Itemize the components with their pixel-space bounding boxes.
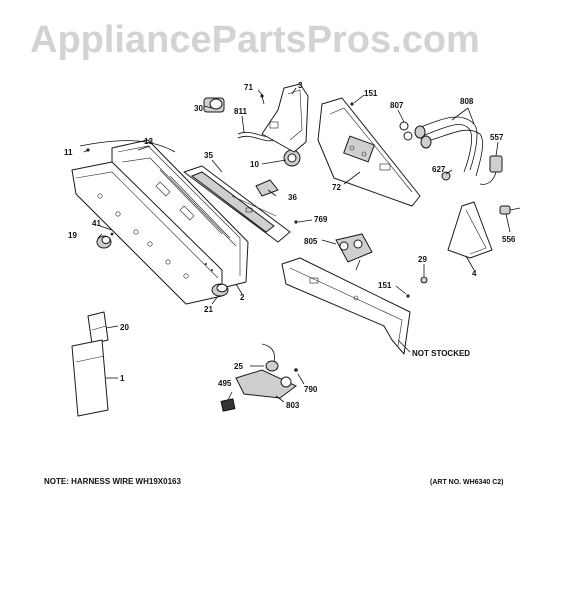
part-1-owners-manual: [71, 339, 109, 417]
callout-11: 11: [64, 148, 73, 157]
part-19-knob: [96, 235, 112, 249]
callout-495: 495: [218, 379, 232, 388]
part-790-screw: [294, 368, 298, 372]
part-20-literature: [87, 311, 109, 345]
callout-4: 4: [472, 269, 477, 278]
callout-1: 1: [120, 374, 125, 383]
callout-19: 19: [68, 231, 77, 240]
part-151-screw-bottom: [406, 294, 410, 298]
part-805-water-valve: [335, 233, 373, 271]
callout-labels: 71 3 151 807 808 30 811 13 11 557 35 10 …: [64, 81, 516, 410]
callout-29: 29: [418, 255, 427, 264]
watermark-logo-text: AppliancePartsPros.com: [30, 19, 480, 61]
part-71-screw: [260, 94, 265, 105]
not-stocked-label: NOT STOCKED: [412, 349, 470, 358]
part-41-spring: [110, 232, 114, 236]
console-base-tray: [281, 257, 411, 355]
callout-25: 25: [234, 362, 243, 371]
part-29-clip: [420, 276, 428, 284]
callout-805: 805: [304, 237, 318, 246]
part-36-bracket: [255, 179, 279, 197]
callout-557: 557: [490, 133, 504, 142]
callout-10: 10: [250, 160, 259, 169]
callout-627: 627: [432, 165, 446, 174]
callout-13: 13: [144, 137, 153, 146]
callout-803: 803: [286, 401, 300, 410]
leader-lines: [83, 87, 511, 403]
part-808-inlet-hoses: [414, 116, 483, 177]
part-769-screw: [294, 220, 298, 224]
callout-790: 790: [304, 385, 318, 394]
callout-41: 41: [92, 219, 101, 228]
callout-71: 71: [244, 83, 253, 92]
part-807-washers: [399, 121, 413, 141]
callout-811: 811: [234, 107, 247, 116]
callout-556: 556: [502, 235, 516, 244]
callout-769: 769: [314, 215, 328, 224]
part-3-end-cap-left: [261, 83, 309, 153]
callout-808: 808: [460, 97, 474, 106]
part-35-control-board: [183, 165, 291, 243]
part-557-cord-plug: [479, 155, 503, 185]
part-151-screw-top: [350, 102, 354, 106]
part-803-dispenser-housing: [235, 369, 297, 399]
part-627-grommet: [441, 171, 451, 181]
callout-2: 2: [240, 293, 245, 302]
part-495-cap: [220, 398, 236, 412]
art-number-label: (ART NO. WH6340 C2): [430, 479, 504, 486]
callout-151: 151: [364, 89, 378, 98]
callout-151-lower: 151: [378, 281, 392, 290]
callout-36: 36: [288, 193, 297, 202]
part-10-sensor: [283, 149, 301, 167]
harness-wire-note: NOTE: HARNESS WIRE WH19X0163: [44, 477, 181, 486]
part-30-pressure-switch: [203, 97, 225, 113]
callout-72: 72: [332, 183, 341, 192]
part-4-end-cap-right: [447, 201, 493, 259]
part-72-backsplash: [317, 97, 421, 207]
callout-807: 807: [390, 101, 404, 110]
part-556-cord: [499, 205, 521, 215]
callout-20: 20: [120, 323, 129, 332]
callout-35: 35: [204, 151, 213, 160]
callout-3: 3: [298, 81, 303, 90]
part-21-knob: [211, 283, 229, 297]
callout-21: 21: [204, 305, 213, 314]
callout-30: 30: [194, 104, 203, 113]
part-25-wire-sensor: [261, 343, 279, 372]
